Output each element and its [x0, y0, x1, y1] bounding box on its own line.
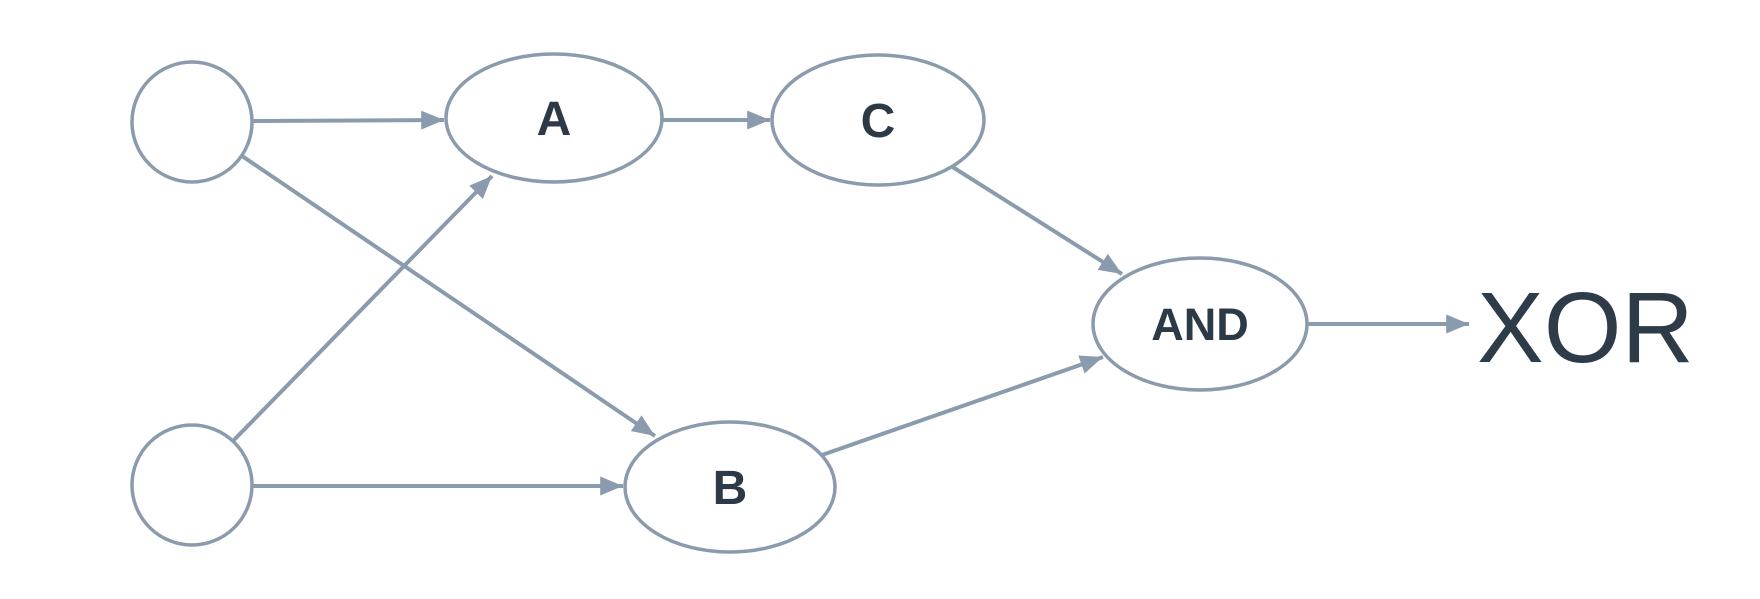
node-c: C [770, 53, 986, 187]
node-and-shape [1091, 256, 1309, 392]
node-c-label: C [861, 95, 896, 148]
node-b: B [623, 420, 837, 554]
output-label: XOR [1477, 272, 1694, 384]
input-2-shape [130, 423, 254, 547]
node-b-shape [623, 420, 837, 554]
edge-node-c-to-node-and [949, 164, 1124, 276]
node-a: A [444, 52, 664, 184]
node-b-label: B [713, 462, 748, 515]
input-1 [130, 60, 254, 184]
input-1-shape [130, 60, 254, 184]
node-and: AND [1091, 256, 1309, 392]
node-a-label: A [537, 93, 572, 146]
node-a-shape [444, 52, 664, 184]
edge-input-2-to-node-a [231, 174, 494, 443]
edge-node-b-to-node-and [821, 355, 1104, 457]
node-c-shape [770, 53, 986, 187]
node-and-label: AND [1151, 299, 1249, 350]
edge-input-1-to-node-b [240, 154, 657, 438]
edge-input-1-to-node-a [251, 110, 445, 130]
input-2 [130, 423, 254, 547]
